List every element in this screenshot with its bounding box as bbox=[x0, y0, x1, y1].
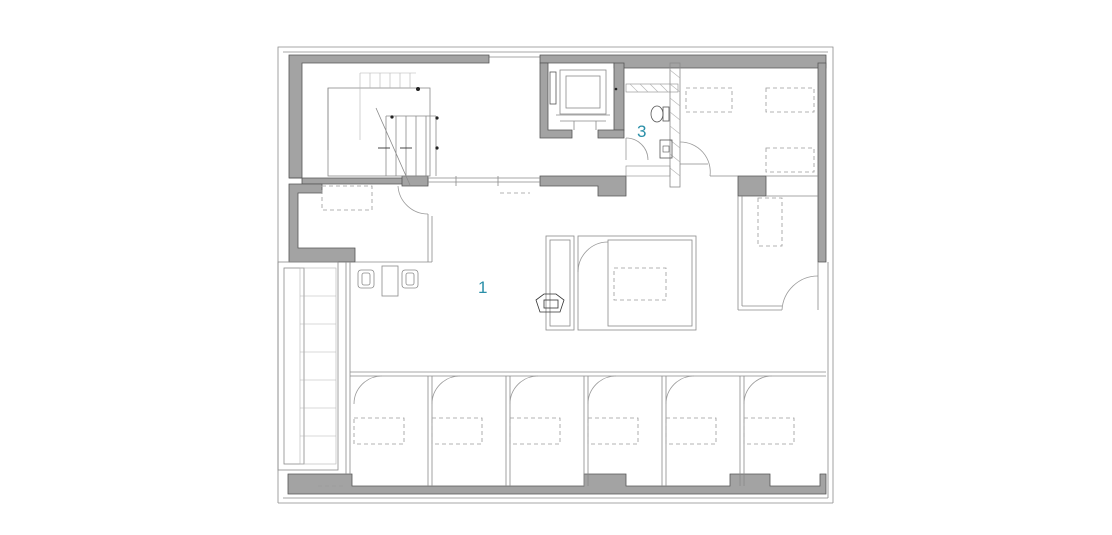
south-offices bbox=[318, 371, 826, 487]
wall-corridor-west bbox=[401, 175, 429, 187]
west-balcony bbox=[277, 261, 351, 474]
toilet-icon bbox=[650, 105, 664, 123]
north-east-office bbox=[679, 87, 818, 177]
walls bbox=[287, 54, 827, 495]
staircase bbox=[327, 72, 439, 186]
north-west-room bbox=[321, 185, 433, 263]
sink-icon bbox=[659, 139, 673, 159]
chair-icon bbox=[535, 293, 565, 313]
corridor-lines bbox=[428, 176, 540, 194]
wall-west-block bbox=[288, 183, 356, 263]
central-core bbox=[535, 235, 697, 331]
wall-elevator-right bbox=[613, 62, 625, 131]
wall-elevator-base bbox=[597, 129, 625, 139]
wall-south bbox=[287, 473, 827, 495]
wall-north-west bbox=[288, 54, 490, 179]
wall-east bbox=[817, 62, 827, 263]
wall-column-east bbox=[737, 175, 767, 197]
east-office bbox=[737, 195, 819, 311]
room-label-1: 1 bbox=[478, 278, 487, 297]
elevator bbox=[549, 69, 618, 130]
wall-elevator-left bbox=[539, 62, 573, 139]
wall-corridor-mid bbox=[539, 175, 627, 197]
lounge-seating bbox=[357, 265, 419, 297]
outer-boundary bbox=[277, 46, 834, 504]
room-label-3: 3 bbox=[637, 122, 646, 141]
wall-north-east bbox=[539, 54, 827, 69]
restroom bbox=[625, 62, 681, 188]
